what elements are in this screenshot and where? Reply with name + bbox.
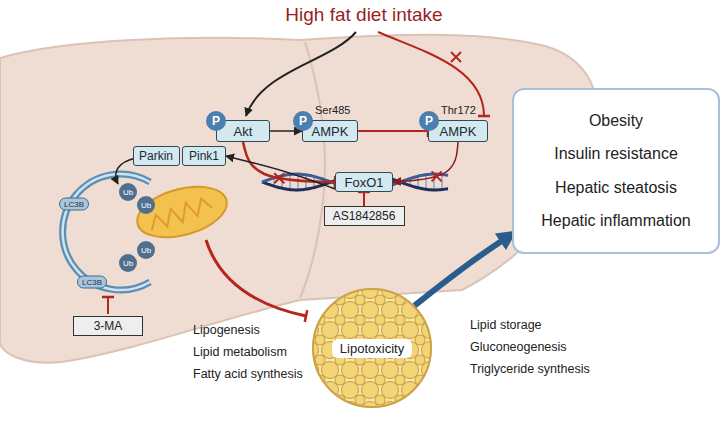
connector	[243, 142, 335, 182]
ubiquitin-tag: Ub	[137, 241, 155, 259]
mitochondrion	[132, 178, 233, 246]
liver-outline	[0, 35, 598, 363]
title: High fat diet intake	[0, 4, 728, 26]
node-text: AMPK	[440, 124, 477, 139]
node-text: Insulin resistance	[554, 145, 678, 163]
process-label: Lipid storage	[470, 318, 542, 332]
diet-activation-arrow	[246, 32, 356, 116]
process-label: Lipid metabolism	[193, 345, 287, 359]
autophagosome-outer	[63, 174, 150, 290]
outcome-box: ObesityInsulin resistanceHepatic steatos…	[512, 88, 720, 254]
protein-box: Pink1	[182, 146, 226, 166]
phospho-badge: P	[293, 111, 313, 131]
dna-rung	[425, 175, 427, 190]
node-text: Akt	[234, 124, 253, 139]
node-text: Parkin	[139, 149, 173, 163]
lipid-droplet-cluster	[312, 288, 432, 408]
dna-strand	[262, 174, 448, 190]
process-label: Triglyceride synthesis	[470, 362, 590, 376]
node-text: 3-MA	[94, 319, 123, 333]
dna-helix	[262, 174, 448, 190]
phospho-badge: P	[419, 111, 439, 131]
connector	[393, 142, 458, 182]
dna-strand	[262, 174, 448, 190]
process-label: Gluconeogenesis	[470, 340, 567, 354]
inhibitor-box: 3-MA	[73, 316, 143, 336]
node-text: Obesity	[589, 112, 643, 130]
diet-inhibition-line	[378, 32, 484, 116]
connector	[363, 192, 365, 206]
node-text: Lipotoxicity	[332, 339, 412, 358]
node-text: Hepatic steatosis	[555, 179, 677, 197]
blocked-cross	[432, 171, 442, 181]
connector	[414, 234, 512, 305]
lc3b-marker: LC3B	[77, 276, 107, 289]
site-label: Thr172	[441, 104, 476, 116]
dna-rung	[289, 174, 291, 189]
ubiquitin-tag: Ub	[119, 254, 137, 272]
dna-rung	[417, 176, 419, 188]
dna-rung	[441, 174, 443, 189]
inhibitor-box: AS1842856	[324, 206, 405, 226]
node-text: Hepatic inflammation	[541, 212, 690, 230]
node-text: Pink1	[189, 149, 219, 163]
phospho-badge: P	[206, 111, 226, 131]
site-label: Ser485	[315, 104, 350, 116]
node-text: AMPK	[312, 124, 349, 139]
node-text: FoxO1	[344, 175, 383, 190]
3ma-inhibition-line	[107, 297, 109, 314]
process-label: Lipogenesis	[193, 323, 260, 337]
ubiquitin-tag: Ub	[137, 196, 155, 214]
node-text: AS1842856	[333, 209, 396, 223]
transcription-factor-box: FoxO1	[335, 172, 393, 192]
autophagosome-inner	[63, 174, 150, 290]
connector	[270, 130, 302, 132]
ubiquitin-tag: Ub	[119, 183, 137, 201]
connector	[226, 156, 335, 189]
protein-box: Parkin	[133, 146, 180, 166]
mitochondrion-cristae	[147, 197, 213, 231]
blocked-cross	[274, 173, 284, 183]
mitophagy-lipotoxicity-inhibition	[206, 240, 306, 316]
liver-lobe-line	[300, 42, 325, 298]
lc3b-marker: LC3B	[59, 198, 89, 211]
connector	[358, 130, 428, 132]
diet-inhibition-cross	[451, 52, 461, 62]
lipotoxicity-circle: Lipotoxicity	[312, 288, 432, 408]
process-label: Fatty acid synthesis	[193, 367, 303, 381]
